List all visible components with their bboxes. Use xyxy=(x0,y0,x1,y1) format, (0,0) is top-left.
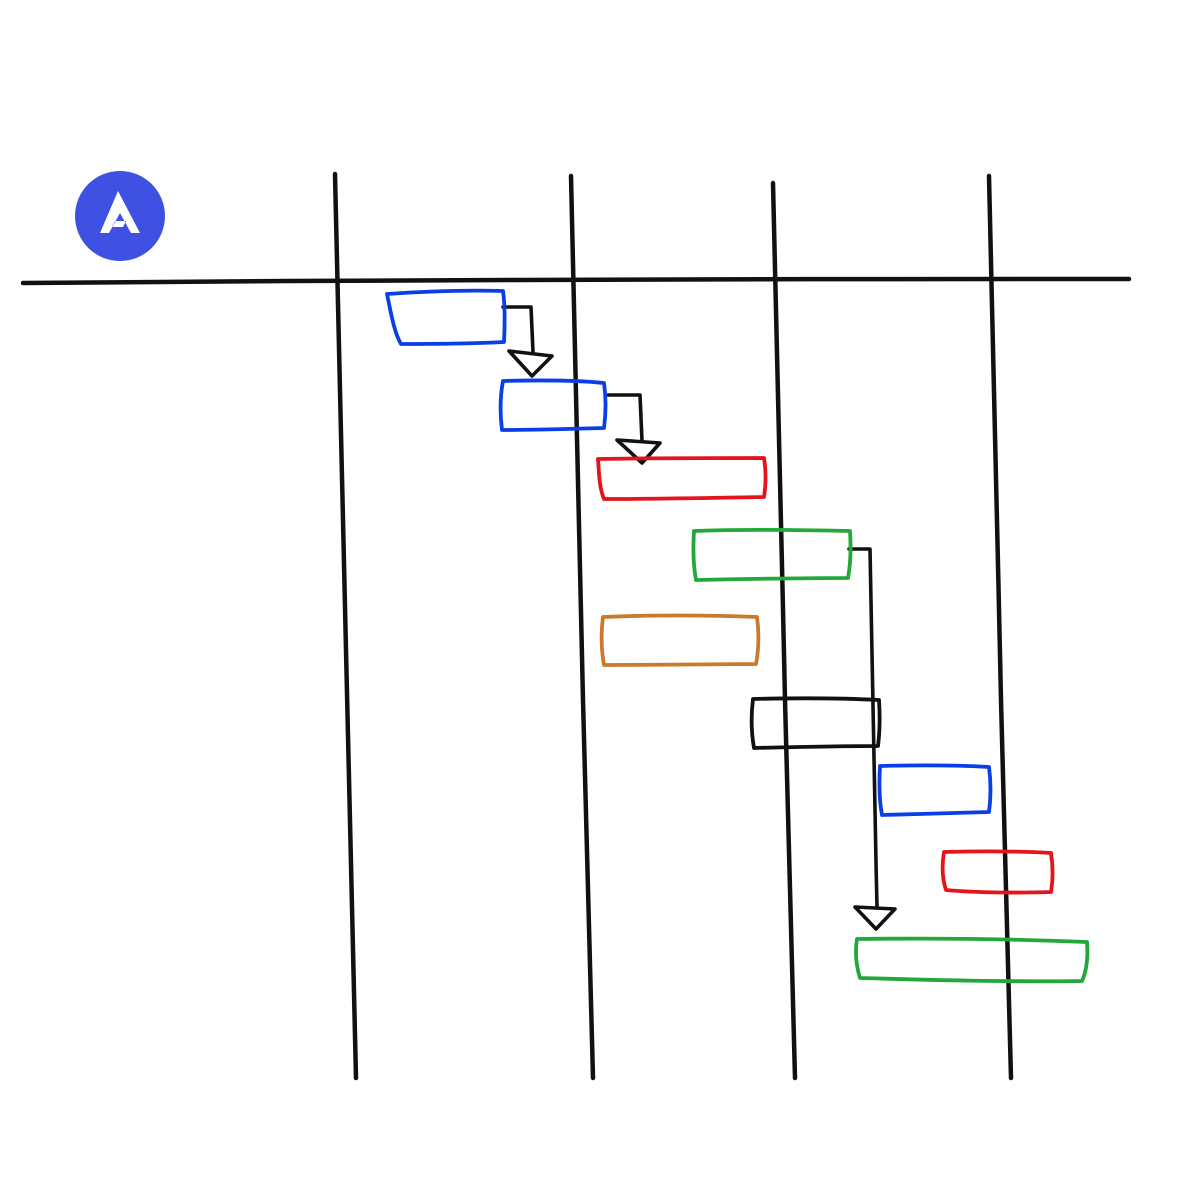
logo-circle xyxy=(75,171,165,261)
task-bar-6 xyxy=(749,696,882,750)
timeline-header-line xyxy=(20,276,1132,286)
arrowhead-icon xyxy=(507,349,554,378)
task-dependencies xyxy=(501,305,897,931)
task-bar-5 xyxy=(599,613,761,667)
task-bar-4 xyxy=(691,527,853,582)
timeline-grid xyxy=(20,171,1132,1081)
timeline-column-divider-3 xyxy=(770,180,798,1081)
task-bar-3 xyxy=(596,456,768,501)
arrowhead-icon xyxy=(853,905,897,931)
dependency-line-1 xyxy=(501,305,535,354)
task-bar-7 xyxy=(877,763,993,817)
timeline-column-divider-1 xyxy=(332,171,359,1081)
dependency-line-2 xyxy=(606,393,644,443)
task-bar-9 xyxy=(854,936,1090,984)
dependency-task-1-to-task-2 xyxy=(501,305,554,378)
dependency-task-2-to-task-3 xyxy=(606,393,662,465)
task-bar-8 xyxy=(940,849,1055,895)
brand-logo xyxy=(75,171,165,261)
task-bar-2 xyxy=(498,378,608,432)
dependency-line-3 xyxy=(847,547,879,909)
timeline-column-divider-2 xyxy=(568,173,596,1081)
dependency-task-4-to-task-9 xyxy=(847,547,897,931)
task-bars xyxy=(385,288,1090,984)
letter-a-logo-icon xyxy=(100,191,140,233)
task-bar-1 xyxy=(385,288,507,346)
timeline-column-divider-4 xyxy=(986,173,1014,1081)
arrowhead-icon xyxy=(615,438,662,465)
